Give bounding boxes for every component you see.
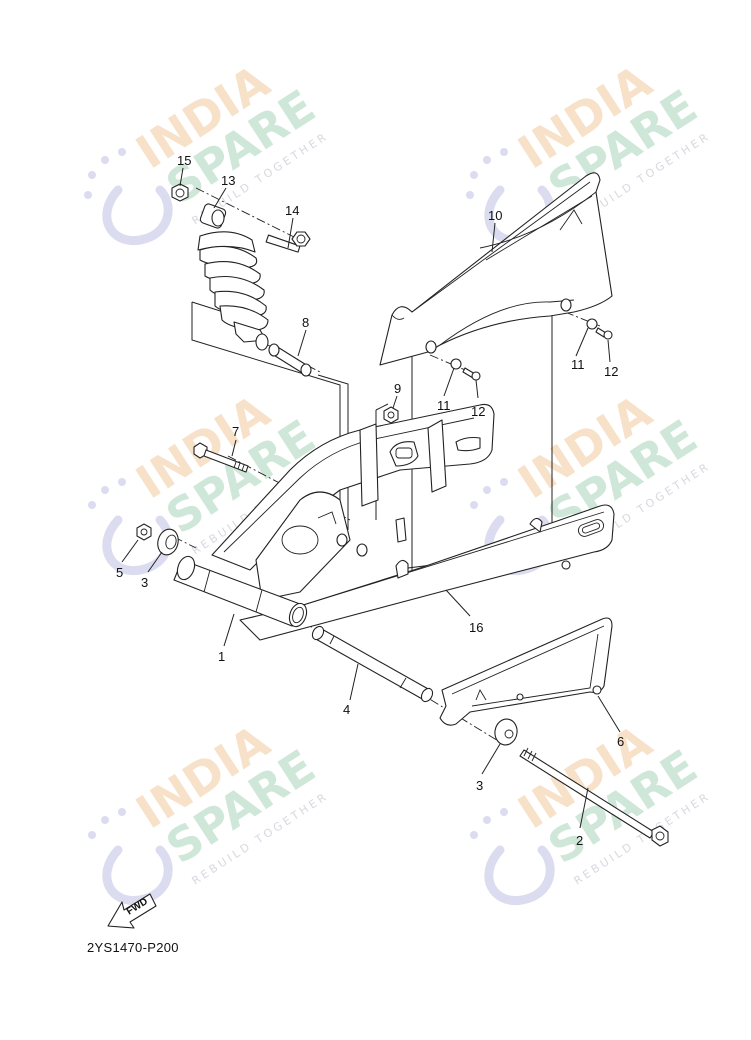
part-7-bolt[interactable] [193, 442, 249, 473]
part-9-nut[interactable] [383, 406, 399, 424]
part-11-collar-right[interactable] [560, 298, 598, 330]
callout-3-left[interactable]: 3 [141, 575, 149, 590]
part-3-thrust-cover-right[interactable] [493, 717, 519, 746]
callout-8[interactable]: 8 [302, 315, 310, 330]
callout-2[interactable]: 2 [576, 833, 584, 848]
part-15-nut[interactable] [171, 183, 189, 202]
leader-lines [121, 167, 621, 829]
diagram-code: 2YS1470-P200 [87, 940, 179, 955]
callout-16[interactable]: 16 [469, 620, 484, 635]
callout-9[interactable]: 9 [394, 381, 402, 396]
part-4-pivot-collar[interactable] [310, 624, 435, 703]
watermark-bottom-left: INDIA SPARE REBUILD TOGETHER [88, 714, 331, 905]
part-6-chain-case[interactable] [439, 617, 613, 726]
callout-11-left[interactable]: 11 [437, 398, 451, 413]
part-12-bolt-right[interactable] [595, 327, 613, 340]
part-5-nut[interactable] [136, 523, 152, 541]
callout-14[interactable]: 14 [285, 203, 300, 218]
callout-13[interactable]: 13 [221, 173, 236, 188]
callout-12-left[interactable]: 12 [471, 404, 486, 419]
callout-12-right[interactable]: 12 [604, 364, 619, 379]
part-10-chain-guard[interactable] [379, 172, 613, 366]
part-13-shock-absorber[interactable] [197, 203, 269, 351]
part-3-thrust-cover-left[interactable] [155, 527, 181, 557]
callout-5[interactable]: 5 [116, 565, 124, 580]
callout-10[interactable]: 10 [488, 208, 503, 223]
callout-15[interactable]: 15 [177, 153, 192, 168]
callout-7[interactable]: 7 [232, 424, 240, 439]
callout-3-right[interactable]: 3 [476, 778, 484, 793]
callout-1[interactable]: 1 [218, 649, 226, 664]
part-12-bolt-left[interactable] [462, 367, 481, 381]
part-14-bolt[interactable] [264, 228, 311, 261]
part-11-collar-left[interactable] [425, 340, 462, 370]
part-8-collar[interactable] [268, 343, 312, 377]
callout-11-right[interactable]: 11 [571, 357, 585, 372]
callout-6[interactable]: 6 [617, 734, 625, 749]
part-1-swingarm[interactable] [173, 403, 615, 641]
callout-4[interactable]: 4 [343, 702, 351, 717]
